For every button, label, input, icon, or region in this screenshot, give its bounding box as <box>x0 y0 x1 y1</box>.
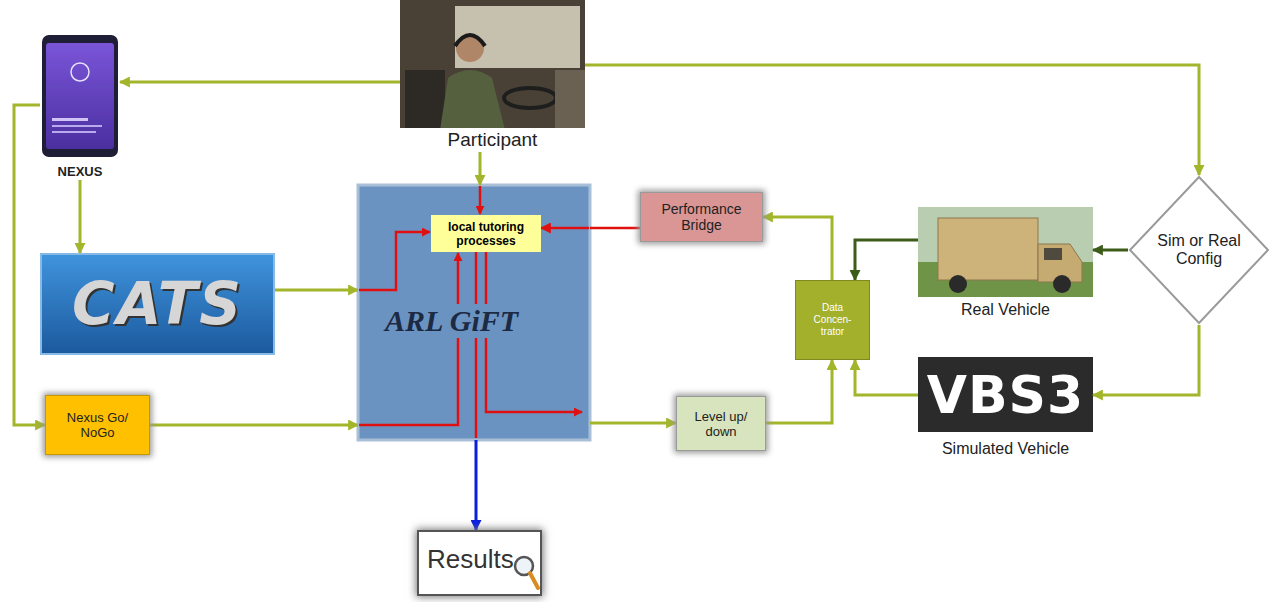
phone-line <box>52 125 102 127</box>
flow-arrow <box>763 217 832 280</box>
participant-photo-box: Participant <box>400 0 585 152</box>
phone-illustration <box>42 35 118 157</box>
photo-sky <box>918 207 1093 297</box>
vehicle-wheel <box>1053 275 1071 293</box>
flow-arrow <box>150 424 358 427</box>
flow-arrow <box>766 360 832 423</box>
node-label: Data Concen- trator <box>808 302 858 338</box>
vehicle-box <box>938 218 1038 280</box>
flow-arrow <box>479 152 482 185</box>
photo-dash <box>555 70 585 130</box>
flow-arrow <box>855 240 918 280</box>
flow-line <box>359 232 430 290</box>
node-label: Real Vehicle <box>918 301 1093 319</box>
node-label: Nexus Go/ NoGo <box>62 410 134 440</box>
flow-arrow <box>275 289 358 292</box>
node-label: Performance Bridge <box>650 201 754 233</box>
flow-arrow <box>120 81 400 84</box>
process-box: Performance Bridge <box>640 192 763 242</box>
results-box: Results <box>417 530 542 596</box>
process-box: Nexus Go/ NoGo <box>45 395 150 455</box>
photo-seat <box>405 70 445 130</box>
flow-arrow <box>590 422 676 425</box>
process-box: local tutoring processes <box>431 215 541 252</box>
flow-line <box>475 252 478 438</box>
process-box: Data Concen- trator <box>795 280 870 360</box>
vehicle-wheel <box>949 275 967 293</box>
process-box: Level up/ down <box>676 396 766 451</box>
flow-arrow <box>585 65 1199 175</box>
decision-box: Sim or Real Config <box>1128 175 1270 325</box>
logo-ground <box>918 357 1093 432</box>
participant-photo <box>400 0 585 130</box>
phone-ring <box>71 63 89 81</box>
magnifier-icon <box>515 557 538 588</box>
magnifier-handle <box>530 573 538 588</box>
node-label: NEXUS <box>55 163 106 180</box>
node-label: Level up/ down <box>690 409 752 439</box>
node-label: Participant <box>400 128 585 152</box>
flow-arrow <box>79 180 82 253</box>
flow-arrow <box>1093 249 1128 252</box>
photo-window <box>455 6 580 68</box>
photo-head <box>456 34 484 62</box>
node-label: VBS3 <box>927 357 1085 432</box>
vehicle-window <box>1044 248 1062 260</box>
results-fill <box>417 530 542 596</box>
internal-flows <box>359 186 582 438</box>
photo-wheel <box>504 88 556 108</box>
phone-line <box>52 118 88 121</box>
tutor-panel: ARL GiFT local tutoring processes <box>358 185 590 440</box>
flow-line <box>359 253 458 425</box>
panel-fill <box>358 185 590 440</box>
node-caption: Simulated Vehicle <box>918 440 1093 458</box>
device-label: NEXUS <box>40 35 120 180</box>
flow-arrow <box>475 440 478 530</box>
phone-line <box>52 131 96 133</box>
phone-body <box>42 35 118 157</box>
node-label: local tutoring processes <box>431 220 541 248</box>
photo-body <box>440 70 505 130</box>
node-label: CATS <box>72 270 243 338</box>
vehicle-photo <box>918 207 1093 297</box>
flow-arrow <box>541 227 640 230</box>
vehicle-photo-box: Real Vehicle <box>918 207 1093 319</box>
photo-headset <box>455 35 485 46</box>
flow-arrow <box>855 360 918 395</box>
flow-arrow <box>1093 325 1199 395</box>
node-label: ARL GiFT <box>381 304 522 338</box>
photo-ground <box>400 0 585 130</box>
logo-box: CATS <box>40 253 275 355</box>
diamond-outline <box>1130 177 1268 323</box>
flow-line <box>479 186 482 214</box>
node-label: Sim or Real Config <box>1155 232 1243 268</box>
phone-screen <box>46 43 114 149</box>
simulator-box: VBS3Simulated Vehicle <box>918 357 1093 462</box>
node-label: Results <box>427 544 514 575</box>
